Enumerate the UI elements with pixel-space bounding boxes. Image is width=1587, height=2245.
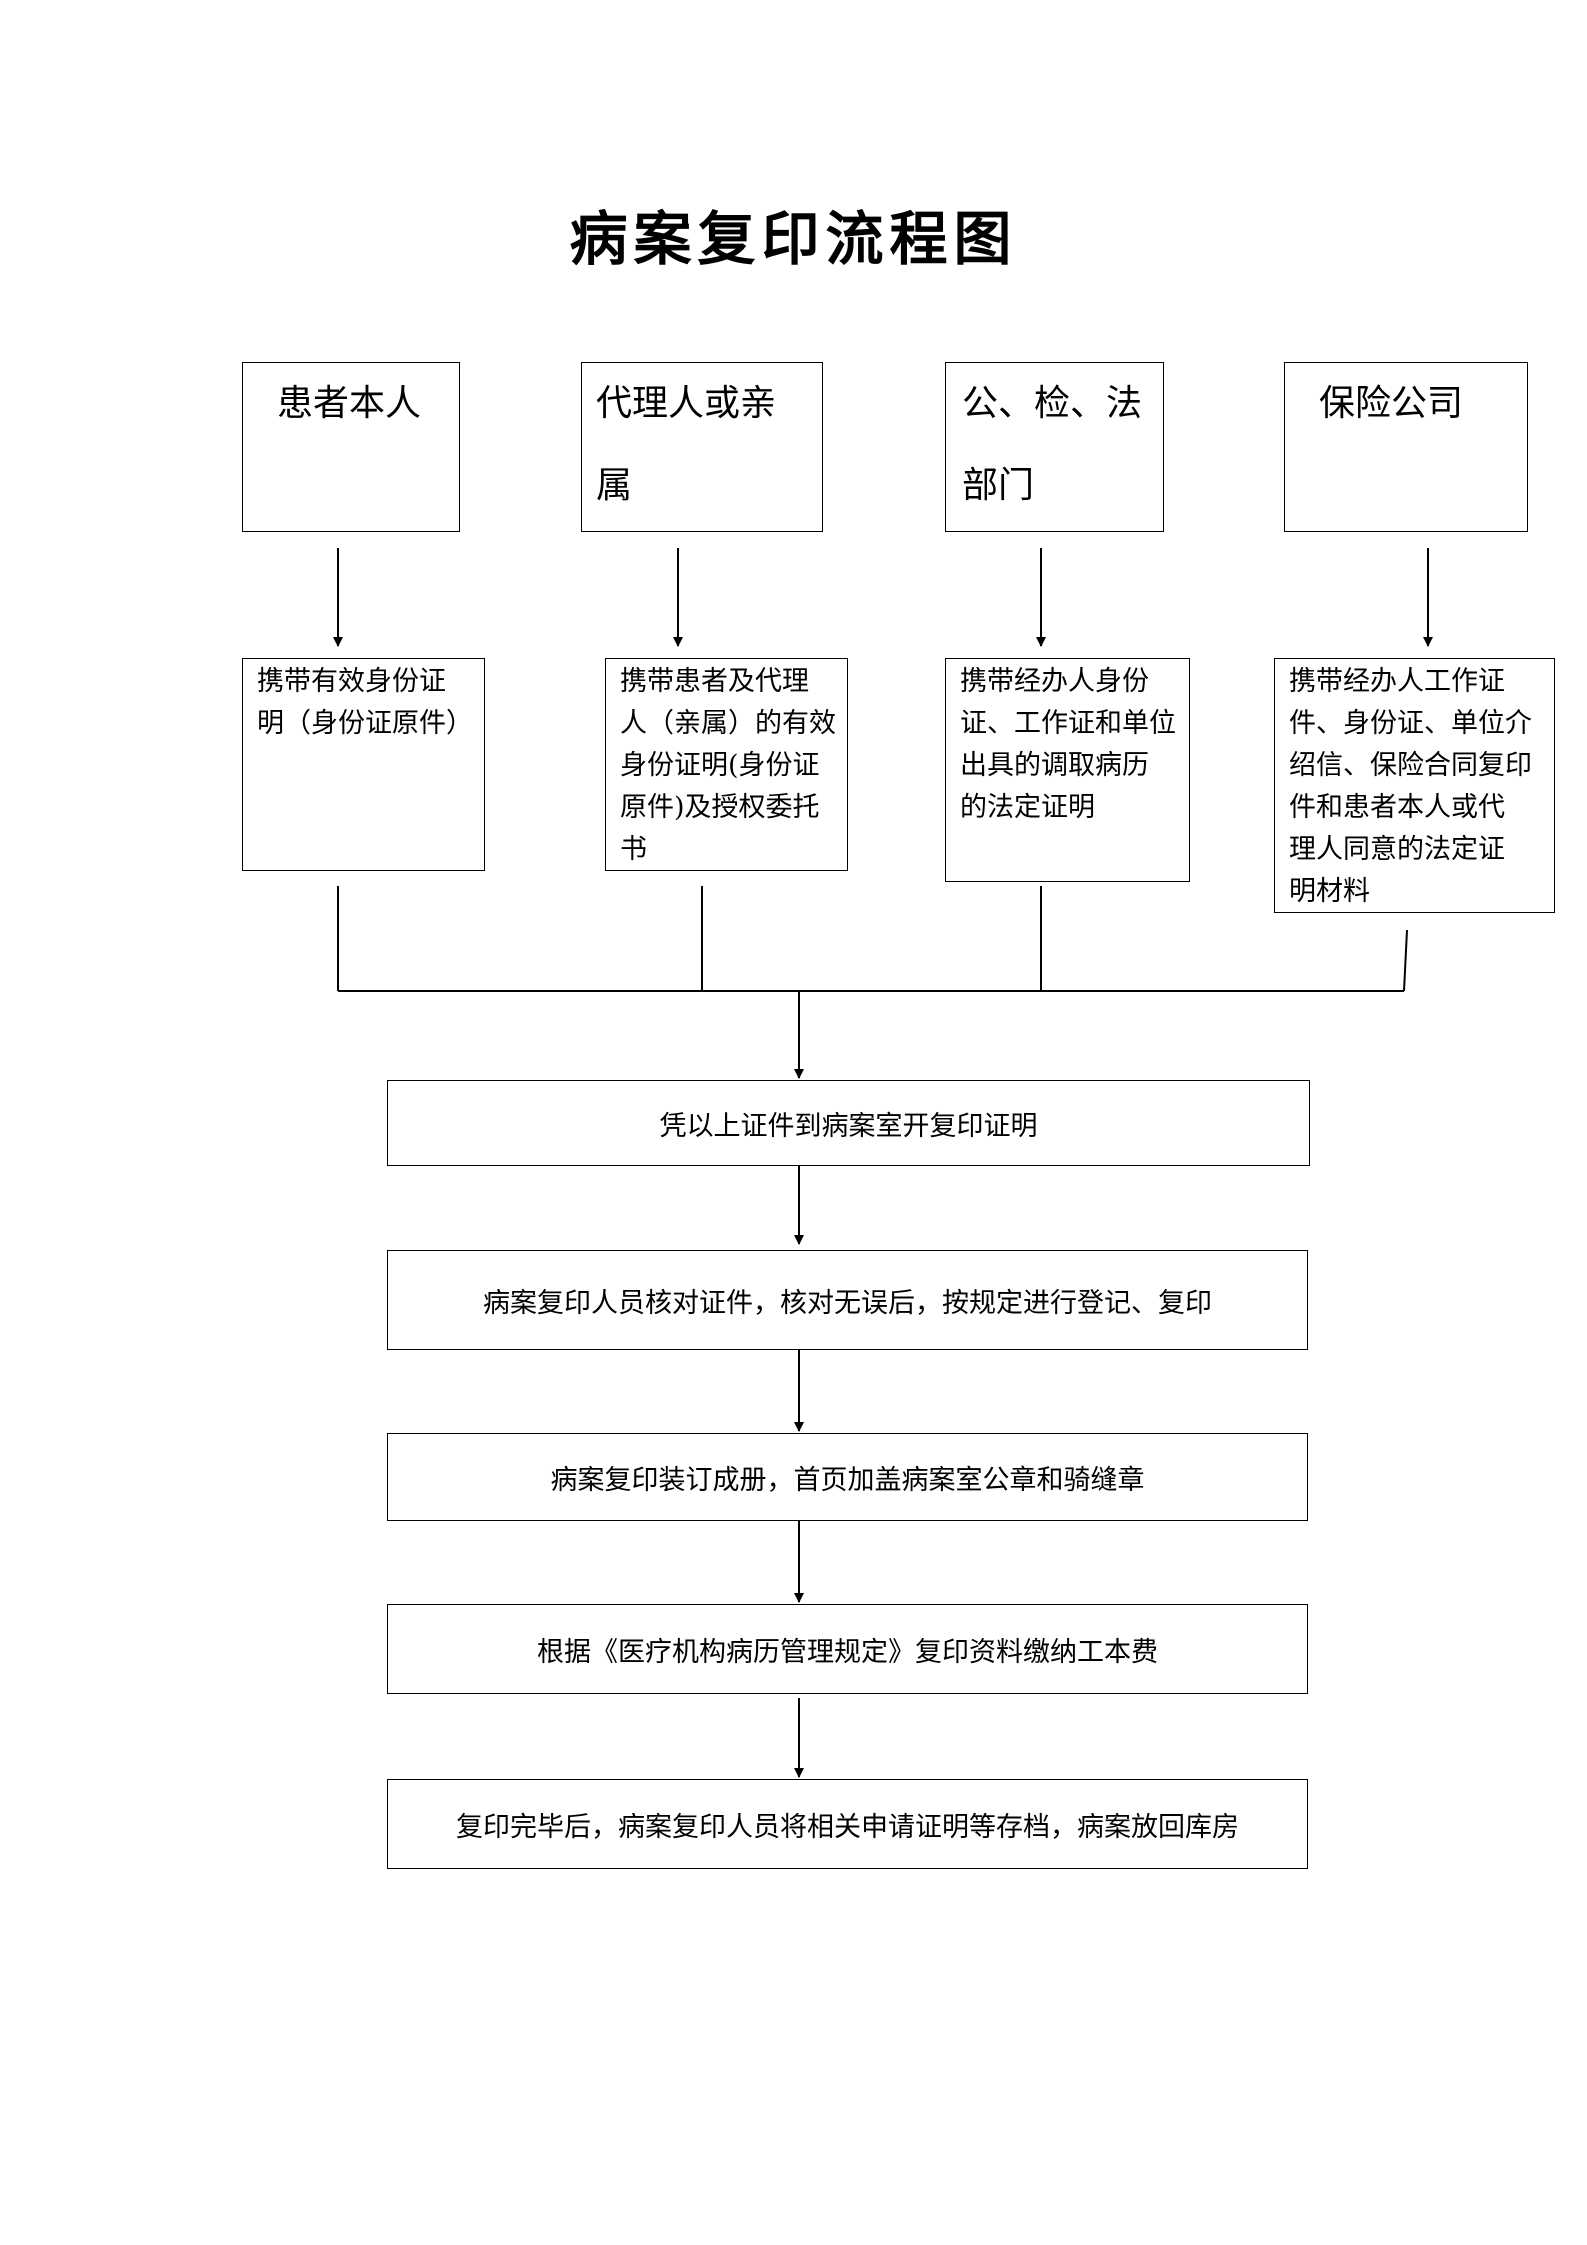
applicant-label-line: 公、检、法 xyxy=(962,383,1143,424)
step-text: 病案复印人员核对证件，核对无误后，按规定进行登记、复印 xyxy=(483,1287,1212,1319)
document-line: 携带经办人工作证 xyxy=(1289,666,1505,697)
document-line: 件、身份证、单位介 xyxy=(1289,708,1532,739)
page-title: 病案复印流程图 xyxy=(569,205,1018,273)
applicant-label-line: 属 xyxy=(596,465,633,506)
document-line: 携带经办人身份 xyxy=(960,666,1149,697)
step-text: 病案复印装订成册，首页加盖病案室公章和骑缝章 xyxy=(550,1464,1145,1496)
applicant-box-authorities: 公、检、法 部门 xyxy=(945,362,1164,532)
document-line: 明材料 xyxy=(1289,876,1370,907)
document-line: 绍信、保险合同复印 xyxy=(1289,750,1532,781)
step-box-pay-fee: 根据《医疗机构病历管理规定》复印资料缴纳工本费 xyxy=(387,1604,1308,1694)
step-text: 复印完毕后，病案复印人员将相关申请证明等存档，病案放回库房 xyxy=(456,1811,1239,1843)
document-line: 携带患者及代理 xyxy=(620,666,809,697)
document-line: 书 xyxy=(620,834,647,865)
applicant-box-agent: 代理人或亲 属 xyxy=(581,362,823,532)
document-line: 出具的调取病历 xyxy=(960,750,1149,781)
document-line: 原件)及授权委托 xyxy=(620,792,820,823)
document-line: 证、工作证和单位 xyxy=(960,708,1176,739)
document-box-patient: 携带有效身份证 明（身份证原件） xyxy=(242,658,485,871)
step-box-issue-certificate: 凭以上证件到病案室开复印证明 xyxy=(387,1080,1310,1166)
applicant-label-line: 保险公司 xyxy=(1319,383,1464,424)
document-box-authorities: 携带经办人身份 证、工作证和单位 出具的调取病历 的法定证明 xyxy=(945,658,1190,882)
document-line: 明（身份证原件） xyxy=(257,708,473,739)
applicant-label-line: 代理人或亲 xyxy=(596,383,777,424)
merge-line-insurance xyxy=(1403,929,1408,992)
document-line: 携带有效身份证 xyxy=(257,666,446,697)
applicant-label-line: 部门 xyxy=(962,465,1035,506)
applicant-label-line: 患者本人 xyxy=(277,383,422,424)
step-box-archive: 复印完毕后，病案复印人员将相关申请证明等存档，病案放回库房 xyxy=(387,1779,1308,1869)
document-box-insurance: 携带经办人工作证 件、身份证、单位介 绍信、保险合同复印 件和患者本人或代 理人… xyxy=(1274,658,1555,913)
step-text: 凭以上证件到病案室开复印证明 xyxy=(659,1110,1038,1142)
applicant-box-patient: 患者本人 xyxy=(242,362,460,532)
document-line: 人（亲属）的有效 xyxy=(620,708,836,739)
step-text: 根据《医疗机构病历管理规定》复印资料缴纳工本费 xyxy=(537,1636,1158,1668)
document-box-agent: 携带患者及代理 人（亲属）的有效 身份证明(身份证 原件)及授权委托 书 xyxy=(605,658,848,871)
document-line: 件和患者本人或代 xyxy=(1289,792,1505,823)
document-line: 的法定证明 xyxy=(960,792,1095,823)
document-line: 理人同意的法定证 xyxy=(1289,834,1505,865)
applicant-box-insurance: 保险公司 xyxy=(1284,362,1528,532)
document-line: 身份证明(身份证 xyxy=(620,750,820,781)
step-box-verify-and-copy: 病案复印人员核对证件，核对无误后，按规定进行登记、复印 xyxy=(387,1250,1308,1350)
step-box-bind-and-stamp: 病案复印装订成册，首页加盖病案室公章和骑缝章 xyxy=(387,1433,1308,1521)
